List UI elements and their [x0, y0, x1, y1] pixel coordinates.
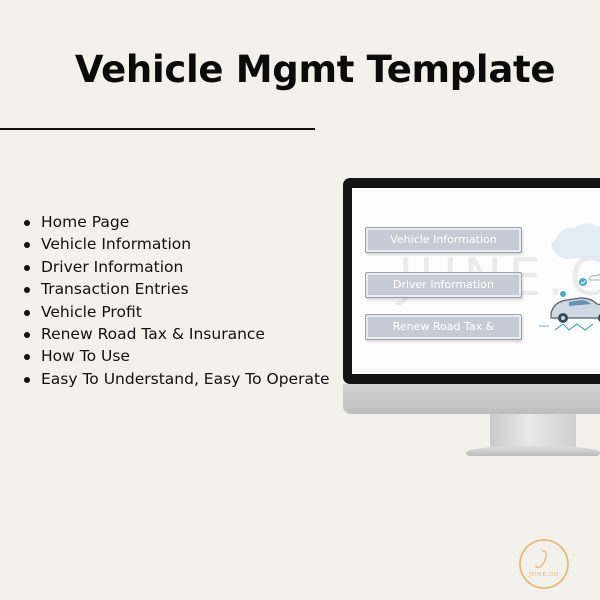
- monitor-chin: [343, 384, 600, 414]
- feature-item: Driver Information: [22, 256, 330, 278]
- feature-item: Vehicle Profit: [22, 301, 330, 323]
- monitor-bezel: [343, 178, 600, 384]
- title-underline: [0, 128, 315, 130]
- feature-list: Home Page Vehicle Information Driver Inf…: [22, 211, 330, 390]
- renew-road-tax-button[interactable]: Renew Road Tax &: [365, 314, 522, 340]
- brand-logo: JUNE.CO: [519, 539, 569, 589]
- feature-item: Home Page: [22, 211, 330, 233]
- screen-watermark: JUNE.C: [398, 248, 600, 308]
- monitor-stand-foot: [466, 446, 600, 456]
- feature-item: Renew Road Tax & Insurance: [22, 323, 330, 345]
- monitor-screen: JUNE.C Vehicle Information Driver Inform…: [352, 188, 600, 374]
- logo-text: JUNE.CO: [528, 572, 559, 578]
- page-title: Vehicle Mgmt Template: [74, 48, 556, 91]
- feature-item: How To Use: [22, 345, 330, 367]
- car-illustration-icon: [539, 223, 600, 331]
- feature-item: Transaction Entries: [22, 278, 330, 300]
- vehicle-information-button[interactable]: Vehicle Information: [365, 227, 522, 253]
- driver-information-button[interactable]: Driver Information: [365, 272, 522, 298]
- feature-item: Easy To Understand, Easy To Operate: [22, 368, 330, 390]
- monitor-stand-neck: [490, 414, 576, 450]
- feature-item: Vehicle Information: [22, 233, 330, 255]
